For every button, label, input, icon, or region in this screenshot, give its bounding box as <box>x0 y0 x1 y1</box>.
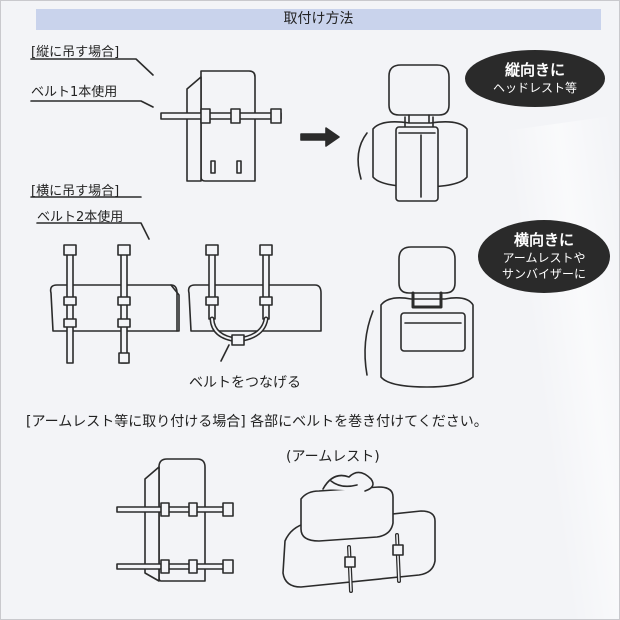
armrest-instruction: [アームレスト等に取り付ける場合] 各部にベルトを巻き付けてください。 <box>26 414 488 430</box>
vertical-heading: [縦に吊す場合] <box>31 45 120 60</box>
vertical-bubble-title: 縦向きに <box>504 61 565 79</box>
vertical-bubble-sub: ヘッドレスト等 <box>492 81 577 95</box>
vertical-belt-label: ベルト1本使用 <box>31 85 118 100</box>
horizontal-bubble-title: 横向きに <box>513 231 574 249</box>
vertical-pouch-diagram <box>160 70 282 182</box>
armrest-perspective-diagram <box>282 471 436 593</box>
horizontal-belt-label: ベルト2本使用 <box>37 210 124 225</box>
connect-belt-label: ベルトをつなげる <box>189 375 301 391</box>
horizontal-pouch-diagram-2 <box>187 244 322 362</box>
vertical-belt-leader <box>30 100 154 108</box>
horizontal-orientation-bubble: 横向きに アームレストや サンバイザーに <box>478 220 610 293</box>
vertical-orientation-bubble: 縦向きに ヘッドレスト等 <box>465 50 605 107</box>
horizontal-bubble-sub2: サンバイザーに <box>501 267 586 281</box>
seat-horizontal-diagram <box>364 246 474 388</box>
horizontal-heading: [横に吊す場合] <box>31 184 120 199</box>
title-bar: 取付け方法 <box>36 9 601 30</box>
vertical-heading-leader <box>30 58 154 76</box>
armrest-side-diagram <box>116 458 234 582</box>
seat-vertical-diagram <box>357 64 468 202</box>
horizontal-belt-leader <box>36 222 150 240</box>
page-title: 取付け方法 <box>283 11 354 27</box>
armrest-label: (アームレスト) <box>286 449 380 465</box>
arrow-icon <box>300 127 340 147</box>
horizontal-bubble-sub1: アームレストや <box>502 251 586 265</box>
horizontal-pouch-diagram-1 <box>49 244 180 364</box>
